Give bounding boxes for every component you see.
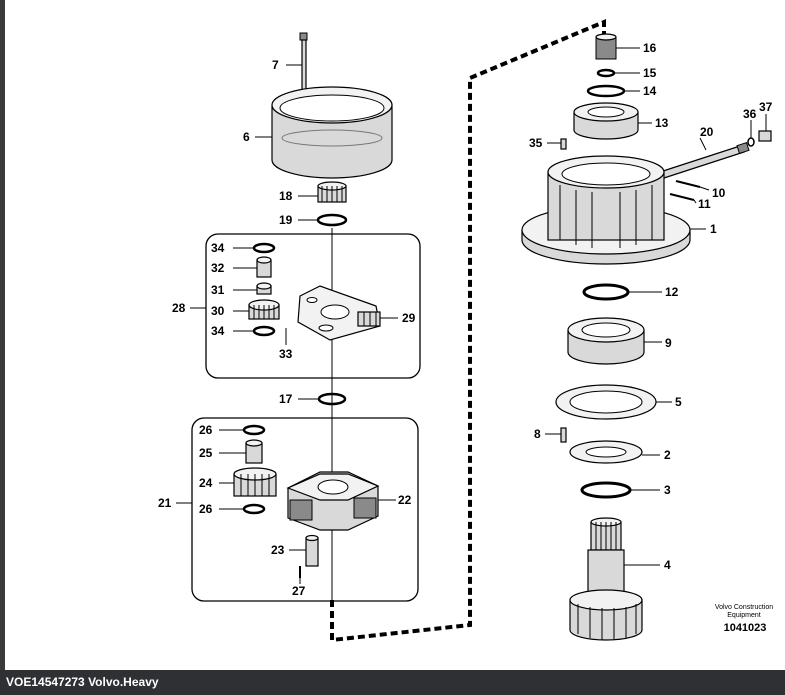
callout-33: 33 [279, 347, 293, 361]
part-8-bolt [560, 427, 567, 443]
callout-5: 5 [675, 395, 682, 409]
callout-30: 30 [211, 304, 225, 318]
part-30-planet-gear [248, 299, 280, 320]
part-26-washer-top [242, 424, 266, 436]
callout-21: 21 [158, 496, 172, 510]
part-6-ring-gear [271, 86, 393, 179]
callout-34-top: 34 [211, 241, 225, 255]
part-3-ring [580, 481, 632, 499]
callout-37: 37 [759, 100, 773, 114]
part-29-planet-carrier [297, 285, 381, 341]
part-26-washer-bottom [242, 503, 266, 515]
part-34-washer-top [252, 242, 276, 254]
part-4-pinion-shaft [569, 517, 643, 641]
part-13-bearing [573, 102, 639, 140]
callout-11: 11 [698, 197, 711, 211]
callout-26-top: 26 [199, 423, 213, 437]
callout-7: 7 [272, 58, 279, 72]
callout-32: 32 [211, 261, 225, 275]
callout-12: 12 [665, 285, 679, 299]
part-19-ring [316, 213, 348, 227]
drawing-number: 1041023 [724, 622, 767, 634]
part-14-ring [586, 84, 626, 98]
part-1-housing [521, 155, 691, 265]
part-18-sun-gear [317, 181, 347, 203]
part-37-fitting [758, 130, 772, 142]
callout-36: 36 [743, 107, 757, 121]
callout-20: 20 [700, 125, 714, 139]
callout-26-bottom: 26 [199, 502, 213, 516]
brand-line-2: Equipment [727, 612, 761, 619]
callout-2: 2 [664, 448, 671, 462]
callout-31: 31 [211, 283, 225, 297]
part-9-bearing [567, 317, 645, 365]
subassembly-28-box [205, 233, 421, 379]
callout-1: 1 [710, 222, 717, 236]
callout-15: 15 [643, 66, 657, 80]
callout-35: 35 [529, 136, 543, 150]
part-24-planet-gear [233, 467, 277, 497]
callout-18: 18 [279, 189, 293, 203]
brand-line-1: Volvo Construction [715, 604, 773, 611]
part-22-planet-carrier [286, 471, 380, 531]
callout-3: 3 [664, 483, 671, 497]
callout-29: 29 [402, 311, 416, 325]
callout-14: 14 [643, 84, 657, 98]
callout-group: 7 6 18 19 34 32 31 30 34 28 29 33 17 26 … [158, 41, 773, 598]
callout-23: 23 [271, 543, 285, 557]
callout-17: 17 [279, 392, 293, 406]
part-10-rod [675, 180, 701, 188]
callout-34-bottom: 34 [211, 324, 225, 338]
caption-text: VOE14547273 Volvo.Heavy [6, 675, 159, 689]
callout-24: 24 [199, 476, 213, 490]
assembly-dashed-line [330, 18, 606, 643]
part-34-washer-bottom [252, 325, 276, 337]
part-36-ring [747, 137, 755, 147]
part-2-plate [569, 440, 643, 464]
part-32-bushing [256, 256, 272, 278]
callout-6: 6 [243, 130, 250, 144]
part-5-flange [555, 384, 657, 420]
callout-16: 16 [643, 41, 657, 55]
part-15-washer [596, 68, 616, 78]
part-23-pin [305, 534, 319, 567]
callout-13: 13 [655, 116, 669, 130]
part-35-pin [560, 138, 567, 150]
caption-bar: VOE14547273 Volvo.Heavy [0, 670, 785, 695]
callout-10: 10 [712, 186, 726, 200]
callout-4: 4 [664, 558, 671, 572]
callout-25: 25 [199, 446, 213, 460]
callout-22: 22 [398, 493, 412, 507]
subassembly-21-box [191, 417, 419, 602]
callout-27: 27 [292, 584, 306, 598]
left-edge-bar [0, 0, 5, 670]
callout-19: 19 [279, 213, 293, 227]
part-12-ring [582, 283, 630, 301]
part-11-rod [669, 193, 695, 201]
diagram-canvas: 7 6 18 19 34 32 31 30 34 28 29 33 17 26 … [158, 18, 773, 643]
callout-9: 9 [665, 336, 672, 350]
part-31-bearing [256, 282, 272, 295]
callout-8: 8 [534, 427, 541, 441]
part-25-bushing [245, 439, 263, 464]
callout-28: 28 [172, 301, 186, 315]
part-16-plug [595, 33, 617, 60]
